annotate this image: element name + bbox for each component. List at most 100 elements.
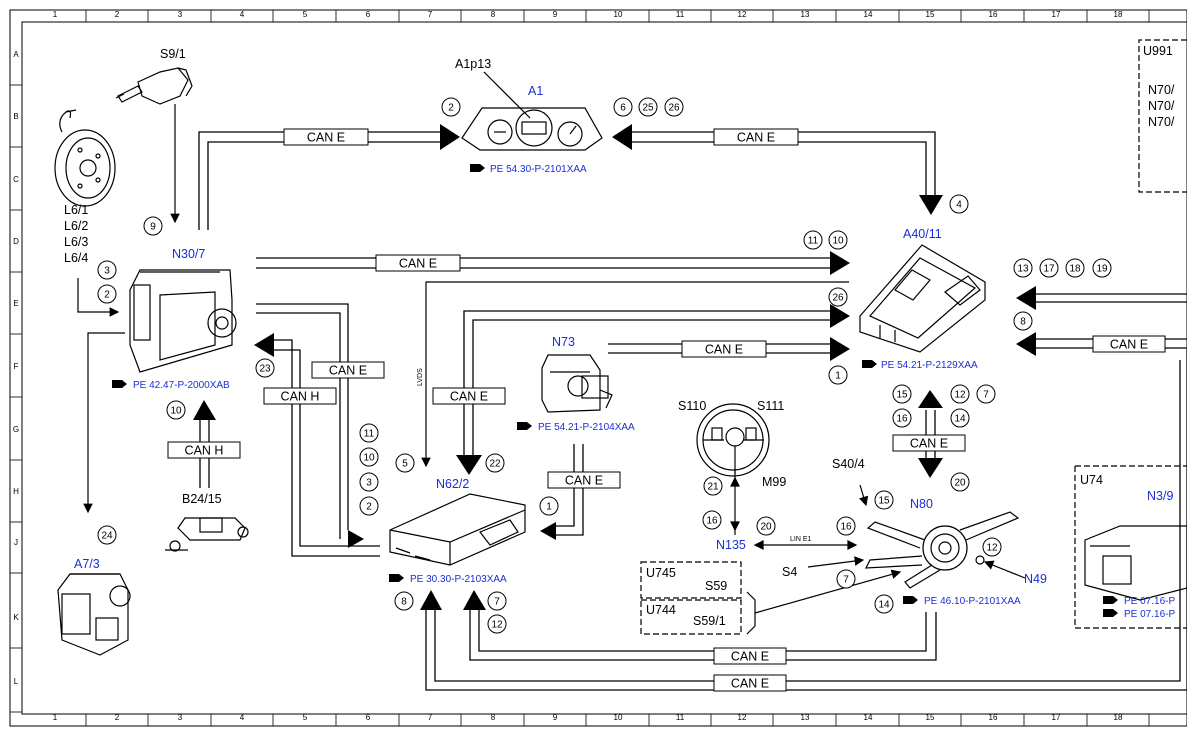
can-label-box	[892, 434, 966, 452]
wheel-sensor-drawing	[54, 109, 116, 207]
u991-box	[1138, 39, 1187, 193]
label-a1: A1	[528, 84, 543, 98]
marker-circle	[97, 284, 117, 304]
can-label-text: CAN H	[281, 390, 320, 404]
s9-sensor-drawing	[115, 67, 193, 105]
marker-number: 8	[401, 597, 407, 608]
column-label: 9	[553, 713, 558, 722]
marker-number: 2	[104, 290, 110, 301]
label-l6-2: L6/2	[64, 219, 88, 233]
column-label: 3	[178, 713, 183, 722]
column-label: 17	[1052, 10, 1061, 19]
marker-circle	[1013, 311, 1033, 331]
n62-module-drawing	[389, 493, 526, 566]
can-label-box	[311, 361, 385, 379]
marker-circle	[828, 365, 848, 385]
can-label-box	[1092, 335, 1166, 353]
marker-circle	[359, 496, 379, 516]
can-label-text: CAN E	[329, 364, 367, 378]
label-m99: M99	[762, 475, 786, 489]
marker-number: 10	[170, 406, 182, 417]
column-label: 17	[1052, 713, 1061, 722]
can-label-box	[547, 471, 621, 489]
marker-number: 1	[546, 502, 552, 513]
label-lin-e1: LIN E1	[790, 536, 812, 543]
column-label: 15	[926, 713, 935, 722]
marker-number: 21	[707, 482, 719, 493]
can-label-box	[283, 128, 369, 146]
column-label: 4	[240, 10, 245, 19]
marker-circle	[836, 516, 856, 536]
label-s111: S111	[757, 399, 784, 413]
column-label: 16	[989, 10, 998, 19]
column-label: 18	[1114, 10, 1123, 19]
marker-number: 24	[101, 531, 113, 542]
label-u74: U74	[1080, 473, 1103, 487]
can-label-box	[432, 387, 506, 405]
marker-circle	[485, 453, 505, 473]
column-label: 16	[989, 713, 998, 722]
marker-number: 15	[896, 390, 908, 401]
marker-number: 4	[956, 200, 962, 211]
marker-number: 19	[1096, 264, 1108, 275]
label-n70-a: N70/	[1148, 83, 1175, 97]
can-label-box	[713, 674, 787, 692]
u745-u744-boxes	[640, 561, 742, 635]
ref-n30-text: PE 42.47-P-2000XAB	[133, 380, 230, 391]
steering-wheel-drawing	[696, 403, 770, 477]
marker-number: 18	[1069, 264, 1081, 275]
marker-circle	[539, 496, 559, 516]
label-a40-11: A40/11	[903, 227, 942, 241]
marker-circle	[359, 472, 379, 492]
column-label: 8	[491, 713, 496, 722]
marker-circle	[613, 97, 633, 117]
marker-circle	[702, 510, 722, 530]
label-s59-1: S59/1	[693, 614, 726, 628]
can-label-text: CAN E	[731, 677, 769, 691]
marker-circle	[359, 447, 379, 467]
column-label: 6	[366, 10, 371, 19]
marker-circle	[892, 384, 912, 404]
marker-circle	[487, 614, 507, 634]
column-label: 13	[801, 713, 810, 722]
row-label: E	[13, 299, 18, 308]
column-label: 12	[738, 713, 747, 722]
label-u991: U991	[1143, 44, 1173, 58]
pe-references: PE 54.30-P-2101XAA PE 54.21-P-2129XAA PE…	[112, 164, 1175, 620]
can-label-text: CAN E	[307, 131, 345, 145]
marker-circle	[143, 216, 163, 236]
column-label: 6	[366, 713, 371, 722]
marker-number: 3	[104, 266, 110, 277]
column-label: 1	[53, 713, 58, 722]
marker-number: 26	[832, 293, 844, 304]
marker-number: 10	[832, 236, 844, 247]
marker-number: 16	[896, 414, 908, 425]
marker-number: 12	[954, 390, 966, 401]
column-label: 5	[303, 713, 308, 722]
marker-circle	[395, 453, 415, 473]
label-l6-3: L6/3	[64, 235, 88, 249]
marker-number: 22	[489, 459, 501, 470]
row-label: G	[13, 425, 19, 434]
marker-circle	[950, 384, 970, 404]
can-label-text: CAN E	[1110, 338, 1148, 352]
label-s9-1: S9/1	[160, 47, 186, 61]
thin-lines	[77, 104, 1026, 635]
marker-number: 2	[366, 502, 372, 513]
column-label: 7	[428, 713, 433, 722]
ref-a40: PE 54.21-P-2129XAA	[862, 360, 978, 371]
can-label-box	[263, 387, 337, 405]
frame	[9, 9, 1187, 727]
label-n73: N73	[552, 335, 575, 349]
label-s59: S59	[705, 579, 727, 593]
label-n70-b: N70/	[1148, 99, 1175, 113]
can-label-text: CAN E	[565, 474, 603, 488]
marker-number: 16	[706, 516, 718, 527]
ref-u74-2-text: PE 07.16-P	[1124, 609, 1175, 620]
marker-circle	[874, 490, 894, 510]
marker-number: 7	[494, 597, 500, 608]
ref-u74-2: PE 07.16-P	[1103, 609, 1175, 620]
column-label: 10	[614, 713, 623, 722]
can-label-text: CAN E	[450, 390, 488, 404]
